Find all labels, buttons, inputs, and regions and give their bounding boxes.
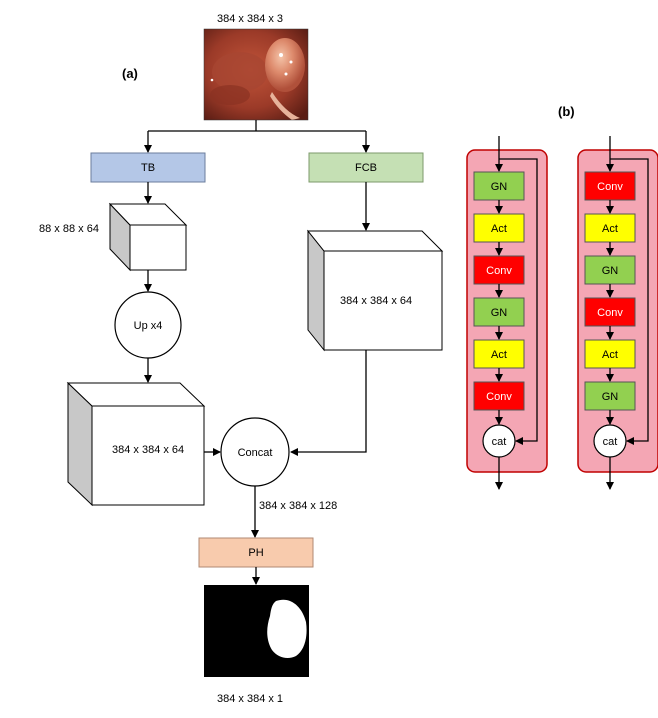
- layer-label: Conv: [486, 265, 512, 277]
- output-mask: [204, 585, 309, 677]
- layer-label: GN: [602, 391, 619, 403]
- tb-output-dims-label: 88 x 88 x 64: [39, 223, 99, 235]
- tb-output-tensor: [108, 202, 188, 272]
- upsampled-tensor: 384 x 384 x 64: [66, 381, 206, 507]
- layer-label: GN: [602, 265, 619, 277]
- output-dims-label: 384 x 384 x 1: [217, 693, 283, 705]
- layer-label: Conv: [597, 181, 623, 193]
- skip-connection: [499, 158, 538, 445]
- layer-label: Conv: [486, 391, 512, 403]
- layer-label: Act: [491, 223, 507, 235]
- input-image: [203, 28, 309, 121]
- layer-gn: [584, 381, 636, 411]
- ph-label: PH: [248, 547, 263, 559]
- upsample-node: Up x4: [114, 291, 182, 359]
- tb-label: TB: [141, 162, 155, 174]
- arrow-right-to-concat: [290, 350, 367, 456]
- upsampled-dims-label: 384 x 384 x 64: [112, 444, 184, 456]
- cat-label: cat: [492, 436, 507, 448]
- ph-block: PH: [198, 537, 314, 568]
- panel-b-label: (b): [558, 104, 575, 119]
- panel-a-label: (a): [122, 66, 138, 81]
- input-dims-label: 384 x 384 x 3: [217, 13, 283, 25]
- fcb-output-dims-label: 384 x 384 x 64: [340, 295, 412, 307]
- layer-label: Act: [602, 223, 618, 235]
- fcb-output-tensor: 384 x 384 x 64: [306, 229, 444, 352]
- upsample-label: Up x4: [134, 320, 163, 332]
- fcb-label: FCB: [355, 162, 377, 174]
- concat-node: Concat: [220, 417, 290, 487]
- concat-dims-label: 384 x 384 x 128: [259, 500, 337, 512]
- cat-label: cat: [603, 436, 618, 448]
- layer-act: [473, 213, 525, 243]
- layer-act: [584, 213, 636, 243]
- layer-label: Act: [602, 349, 618, 361]
- concat-label: Concat: [238, 447, 273, 459]
- layer-conv: [473, 255, 525, 285]
- layer-label: GN: [491, 181, 508, 193]
- skip-connection: [610, 158, 649, 445]
- layer-act: [473, 339, 525, 369]
- fcb-block: FCB: [308, 152, 424, 183]
- layer-label: GN: [491, 307, 508, 319]
- residual-blocks: GNActConvGNActConvcatConvActGNConvActGNc…: [466, 136, 658, 490]
- layer-conv: [584, 297, 636, 327]
- layer-act: [584, 339, 636, 369]
- layer-label: Conv: [597, 307, 623, 319]
- layer-gn: [584, 255, 636, 285]
- layer-label: Act: [491, 349, 507, 361]
- layer-conv: [584, 171, 636, 201]
- tb-block: TB: [90, 152, 206, 183]
